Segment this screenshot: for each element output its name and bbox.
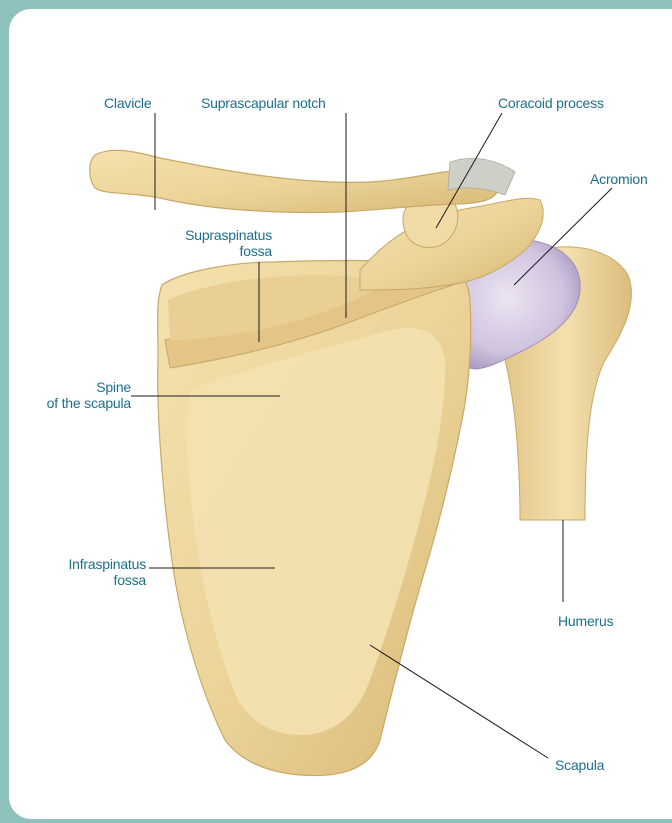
label-supraspinatus-fossa-2: fossa — [240, 243, 273, 259]
shoulder-anatomy-diagram: Clavicle Suprascapular notch Coracoid pr… — [9, 9, 672, 819]
illustration-card: Clavicle Suprascapular notch Coracoid pr… — [9, 9, 672, 819]
leader-scapula — [370, 645, 548, 758]
label-acromion: Acromion — [590, 171, 648, 187]
label-clavicle: Clavicle — [104, 95, 152, 111]
label-humerus: Humerus — [558, 613, 614, 629]
label-spine-2: of the scapula — [47, 395, 132, 411]
clavicle-bone — [90, 150, 499, 212]
label-infraspinatus-fossa-1: Infraspinatus — [68, 556, 146, 572]
label-supraspinatus-fossa-1: Supraspinatus — [185, 227, 272, 243]
label-coracoid-process: Coracoid process — [498, 95, 604, 111]
label-spine-1: Spine — [96, 379, 131, 395]
label-suprascapular-notch: Suprascapular notch — [201, 95, 326, 111]
label-infraspinatus-fossa-2: fossa — [114, 572, 147, 588]
label-scapula: Scapula — [555, 757, 605, 773]
